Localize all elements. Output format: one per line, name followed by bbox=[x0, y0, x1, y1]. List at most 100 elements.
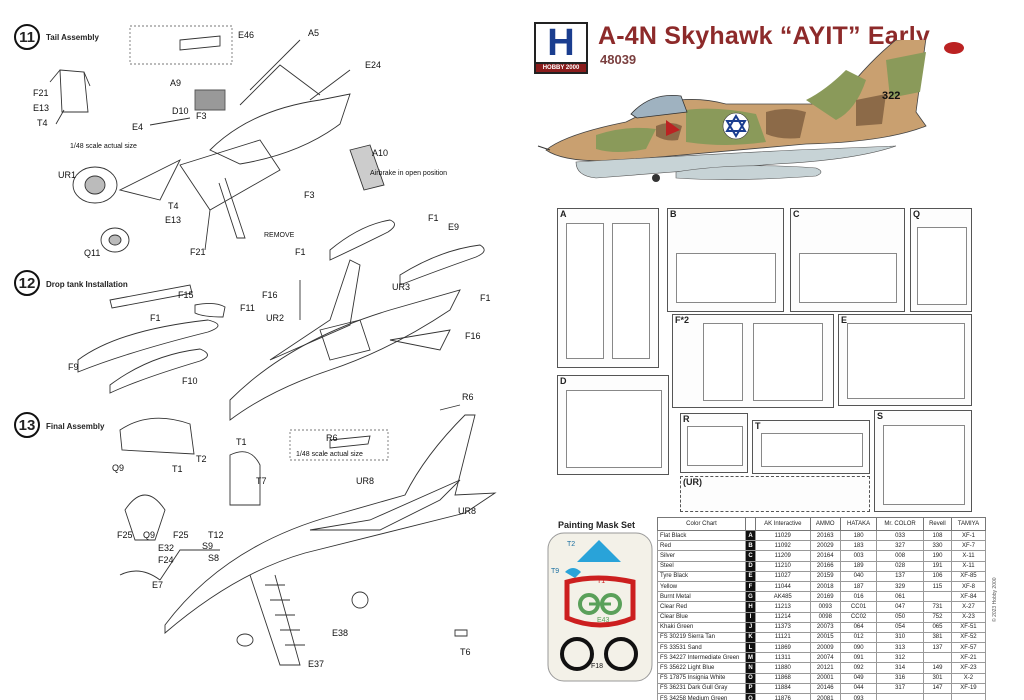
part-label: E9 bbox=[448, 222, 460, 232]
paint-ref: 0098 bbox=[809, 611, 842, 623]
paint-ref: 20074 bbox=[809, 652, 842, 664]
paint-ref: 149 bbox=[922, 662, 952, 674]
paint-ref: 090 bbox=[839, 642, 878, 654]
paint-ref: 049 bbox=[839, 672, 878, 684]
paint-ref: 183 bbox=[839, 540, 878, 552]
color-name: Silver bbox=[657, 550, 746, 562]
part-label: F1 bbox=[295, 247, 306, 257]
paint-ref: XF-85 bbox=[950, 570, 987, 582]
sprue-B: B bbox=[667, 208, 784, 312]
paint-ref: 20018 bbox=[809, 580, 842, 593]
paint-ref: 11869 bbox=[755, 642, 811, 654]
paint-ref: 137 bbox=[876, 570, 924, 582]
paint-ref: 11880 bbox=[755, 662, 811, 674]
color-code: I bbox=[745, 611, 756, 623]
part-label: F1 bbox=[150, 313, 161, 323]
paint-ref: XF-84 bbox=[950, 591, 987, 603]
part-label: T12 bbox=[208, 530, 224, 540]
paint-ref: 11311 bbox=[755, 652, 811, 664]
paint-ref: 752 bbox=[922, 611, 952, 623]
paint-ref: 050 bbox=[876, 611, 924, 623]
part-label: E32 bbox=[158, 543, 175, 553]
paint-ref: 190 bbox=[922, 550, 952, 562]
step-number: 12 bbox=[14, 270, 40, 296]
kit-title: A-4N Skyhawk “AYIT” Early bbox=[598, 22, 930, 50]
part-label: D10 bbox=[172, 106, 189, 116]
part-label: T6 bbox=[460, 647, 471, 657]
col-header: Revell bbox=[922, 517, 952, 531]
color-code: C bbox=[745, 550, 756, 562]
paint-ref: XF-51 bbox=[950, 621, 987, 633]
col-header bbox=[745, 517, 756, 531]
mask-label: T1 bbox=[597, 578, 606, 585]
part-label: E24 bbox=[365, 60, 382, 70]
paint-ref: 11121 bbox=[755, 631, 811, 644]
color-name: Khaki Green bbox=[657, 621, 746, 633]
color-name: FS 34258 Medium Green bbox=[657, 692, 746, 700]
paint-ref: 20166 bbox=[809, 560, 842, 572]
mask-label: T9 bbox=[551, 568, 560, 575]
paint-ref: 0093 bbox=[809, 601, 842, 613]
paint-ref: 11029 bbox=[755, 529, 811, 542]
color-code: K bbox=[745, 631, 756, 644]
col-header: Mr. COLOR bbox=[876, 517, 924, 531]
color-code: N bbox=[745, 662, 756, 674]
paint-ref: 11213 bbox=[755, 601, 811, 613]
part-label: T7 bbox=[256, 476, 267, 486]
paint-ref: 20169 bbox=[809, 591, 842, 603]
sprue-part bbox=[566, 223, 604, 359]
col-header: AK Interactive bbox=[755, 517, 811, 531]
part-label: T1 bbox=[236, 437, 247, 447]
sprue-part bbox=[761, 433, 863, 467]
part-label: A9 bbox=[170, 78, 182, 88]
paint-ref: 064 bbox=[839, 621, 878, 633]
paint-ref: 11027 bbox=[755, 570, 811, 582]
part-label: T4 bbox=[168, 201, 179, 211]
sprue-E: E bbox=[838, 314, 972, 406]
paint-ref: 187 bbox=[839, 580, 878, 593]
paint-ref: 11210 bbox=[755, 560, 811, 572]
col-header: AMMO bbox=[809, 517, 842, 531]
part-label: UR2 bbox=[266, 313, 285, 323]
color-chart: Color Chart AK Interactive AMMO HATAKA M… bbox=[657, 517, 987, 700]
paint-ref: 016 bbox=[839, 591, 878, 603]
paint-ref bbox=[922, 692, 952, 700]
paint-ref: 20029 bbox=[809, 540, 842, 552]
paint-ref: 047 bbox=[876, 601, 924, 613]
part-label: A10 bbox=[372, 148, 389, 158]
part-label: F16 bbox=[262, 290, 278, 300]
col-header: HATAKA bbox=[839, 517, 878, 531]
paint-ref: 033 bbox=[876, 529, 924, 542]
paint-ref: XF-19 bbox=[950, 682, 987, 695]
logo-letter: H bbox=[536, 22, 586, 64]
paint-ref: XF-57 bbox=[950, 642, 987, 654]
paint-ref: 330 bbox=[922, 540, 952, 552]
paint-ref: 312 bbox=[876, 652, 924, 664]
paint-ref: X-2 bbox=[950, 672, 987, 684]
paint-ref: 065 bbox=[922, 621, 952, 633]
paint-ref: 20073 bbox=[809, 621, 842, 633]
sprue-S: S bbox=[874, 410, 972, 512]
logo-subtitle: HOBBY 2000 bbox=[542, 65, 580, 71]
paint-ref: 301 bbox=[922, 672, 952, 684]
paint-ref: 137 bbox=[922, 642, 952, 654]
paint-ref bbox=[922, 652, 952, 664]
color-name: Burnt Metal bbox=[657, 591, 746, 603]
paint-ref: 11868 bbox=[755, 672, 811, 684]
paint-ref bbox=[876, 692, 924, 700]
part-label: A5 bbox=[308, 28, 320, 38]
part-label: UR3 bbox=[392, 282, 411, 292]
sprue-C: C bbox=[790, 208, 905, 312]
paint-ref: 20081 bbox=[809, 692, 842, 700]
part-label: UR8 bbox=[458, 506, 477, 516]
part-label: F3 bbox=[304, 190, 315, 200]
paint-ref: 108 bbox=[922, 529, 952, 542]
